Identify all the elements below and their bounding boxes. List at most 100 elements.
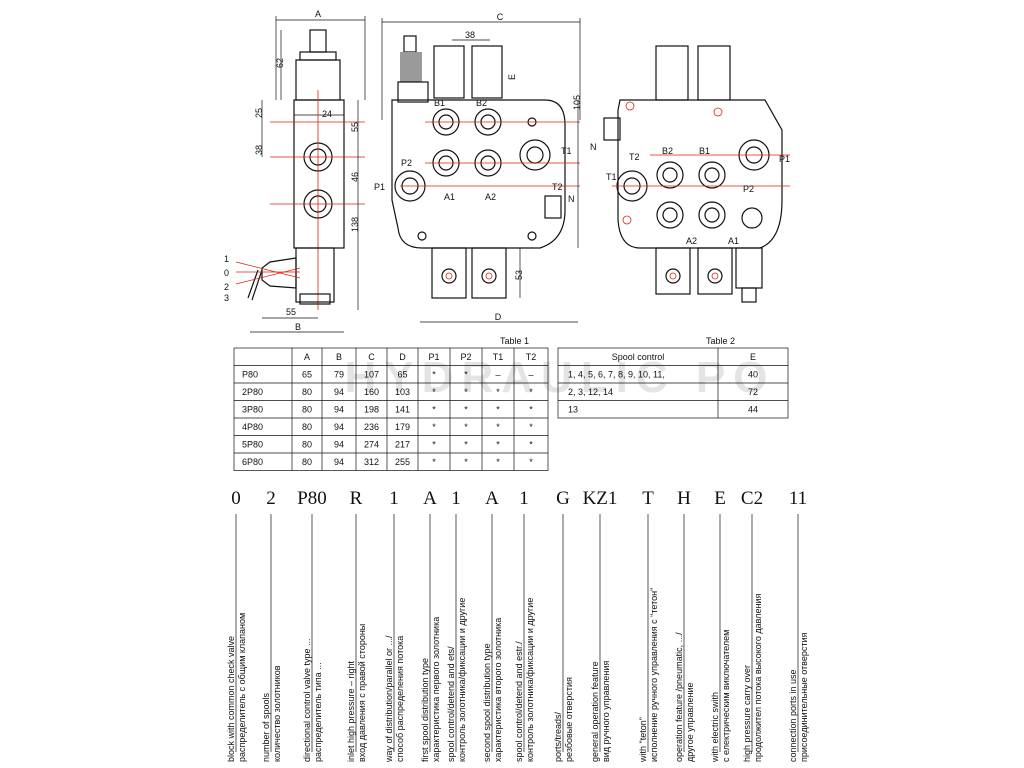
table2-caption: Table 2: [706, 336, 735, 346]
table1-cell-3-5: *: [432, 422, 436, 432]
table1-cell-4-5: *: [432, 440, 436, 450]
table1-cell-2-8: *: [529, 405, 533, 415]
code-part-15: 11: [789, 488, 807, 509]
code-desc-en-10: general operation feature: [590, 661, 600, 762]
code-desc-ru-15: присоединительные отверстия: [799, 633, 809, 762]
code-desc-en-4: way of distribution/parallel or .../: [384, 635, 394, 763]
table1-cell-3-7: *: [496, 422, 500, 432]
code-desc-ru-3: вход давления с правой стороны: [357, 624, 367, 762]
table1-header-7: T1: [493, 352, 504, 362]
table1-cell-1-7: *: [496, 387, 500, 397]
table1-header-1: A: [304, 352, 310, 362]
table1-cell-4-2: 94: [334, 440, 344, 450]
table2-cell-2-0: 13: [568, 405, 578, 415]
rear-view: N T2 B2 B1 P1 T1 P2 A2 A1: [590, 45, 790, 303]
rear-port-B2: B2: [662, 146, 673, 156]
rear-port-P2: P2: [743, 184, 754, 194]
front-port-T1: T1: [561, 146, 572, 156]
table1-cell-1-6: *: [464, 387, 468, 397]
code-desc-ru-8: контроль золотника/фиксации и другие: [525, 598, 535, 762]
table1-cell-5-2: 94: [334, 457, 344, 467]
table1-cell-4-1: 80: [302, 440, 312, 450]
table1-cell-2-7: *: [496, 405, 500, 415]
front-view: C 38 E 105 N 53: [374, 12, 582, 323]
table1-cell-2-3: 198: [364, 405, 379, 415]
table1-cell-2-0: 3P80: [242, 405, 263, 415]
code-desc-en-14: high pressure carry over: [742, 665, 752, 762]
code-desc-en-9: ports/treads/: [553, 711, 563, 762]
dim-B: B: [295, 322, 301, 332]
table1-header-6: P2: [460, 352, 471, 362]
dim-38-top: 38: [465, 30, 475, 40]
code-part-12: H: [677, 488, 691, 509]
code-part-10: KZ1: [583, 488, 618, 509]
table1-cell-5-8: *: [529, 457, 533, 467]
table1-header-4: D: [399, 352, 406, 362]
lever-pos-1: 1: [224, 254, 229, 264]
table1-cell-1-2: 94: [334, 387, 344, 397]
table1-header-3: C: [368, 352, 375, 362]
dim-24: 24: [322, 109, 332, 119]
table1-cell-5-4: 255: [395, 457, 410, 467]
table1-cell-5-6: *: [464, 457, 468, 467]
code-part-2: P80: [297, 488, 327, 509]
code-desc-en-3: inlet high pressure – right: [346, 660, 356, 762]
front-port-A1: A1: [444, 192, 455, 202]
table1-cell-3-2: 94: [334, 422, 344, 432]
table1-cell-3-1: 80: [302, 422, 312, 432]
code-desc-en-6: spool control/detend and ets/: [446, 646, 456, 762]
table1-cell-2-2: 94: [334, 405, 344, 415]
rear-port-T2: T2: [629, 152, 640, 162]
code-desc-en-7: second spool distribution type: [482, 643, 492, 762]
code-desc-ru-7: характеристика второго золотника: [493, 618, 503, 762]
table1-cell-2-1: 80: [302, 405, 312, 415]
dim-46: 46: [350, 172, 360, 182]
dim-62: 62: [275, 58, 285, 68]
table1-header-2: B: [336, 352, 342, 362]
rear-port-T1: T1: [606, 172, 617, 182]
lever-pos-3: 3: [224, 293, 229, 303]
table1-cell-5-5: *: [432, 457, 436, 467]
table1-cell-2-5: *: [432, 405, 436, 415]
code-part-0: 0: [231, 488, 241, 509]
code-part-14: C2: [741, 488, 763, 509]
table1-cell-0-8: –: [528, 370, 533, 380]
code-desc-ru-9: резбовые отверстия: [564, 677, 574, 762]
table1-cell-1-8: *: [529, 387, 533, 397]
code-part-1: 2: [266, 488, 276, 509]
front-port-P2: P2: [401, 158, 412, 168]
table1-cell-1-4: 103: [395, 387, 410, 397]
dim-138: 138: [350, 217, 360, 232]
code-desc-ru-14: продолжител потока высокого давления: [753, 594, 763, 762]
dim-C: C: [497, 12, 504, 22]
table1-cell-3-8: *: [529, 422, 533, 432]
front-port-N: N: [568, 194, 575, 204]
table2-cell-1-0: 2, 3, 12, 14: [568, 387, 613, 397]
table1-cell-3-6: *: [464, 422, 468, 432]
rear-port-A2: A2: [686, 236, 697, 246]
table1-cell-1-0: 2P80: [242, 387, 263, 397]
table1-cell-0-7: –: [495, 370, 500, 380]
code-desc-ru-10: вид ручного управления: [601, 661, 611, 762]
table1-cell-4-8: *: [529, 440, 533, 450]
code-part-7: A: [485, 488, 499, 509]
code-desc-en-13: with electric swith: [710, 692, 720, 763]
table1-cell-2-6: *: [464, 405, 468, 415]
front-port-B2: B2: [476, 98, 487, 108]
rear-port-B1: B1: [699, 146, 710, 156]
table1-cell-3-0: 4P80: [242, 422, 263, 432]
table1-cell-0-0: P80: [242, 370, 258, 380]
code-part-6: 1: [451, 488, 461, 509]
table1-caption: Table 1: [500, 336, 529, 346]
code-desc-ru-12: другое управление: [685, 683, 695, 762]
code-desc-en-12: operation feature /pneumatic, .../: [674, 632, 684, 762]
code-part-4: 1: [389, 488, 399, 509]
table2-header-1: E: [750, 352, 756, 362]
table1-cell-1-3: 160: [364, 387, 379, 397]
table1-cell-0-6: *: [464, 370, 468, 380]
dim-55-bottom: 55: [286, 307, 296, 317]
rear-port-A1: A1: [728, 236, 739, 246]
